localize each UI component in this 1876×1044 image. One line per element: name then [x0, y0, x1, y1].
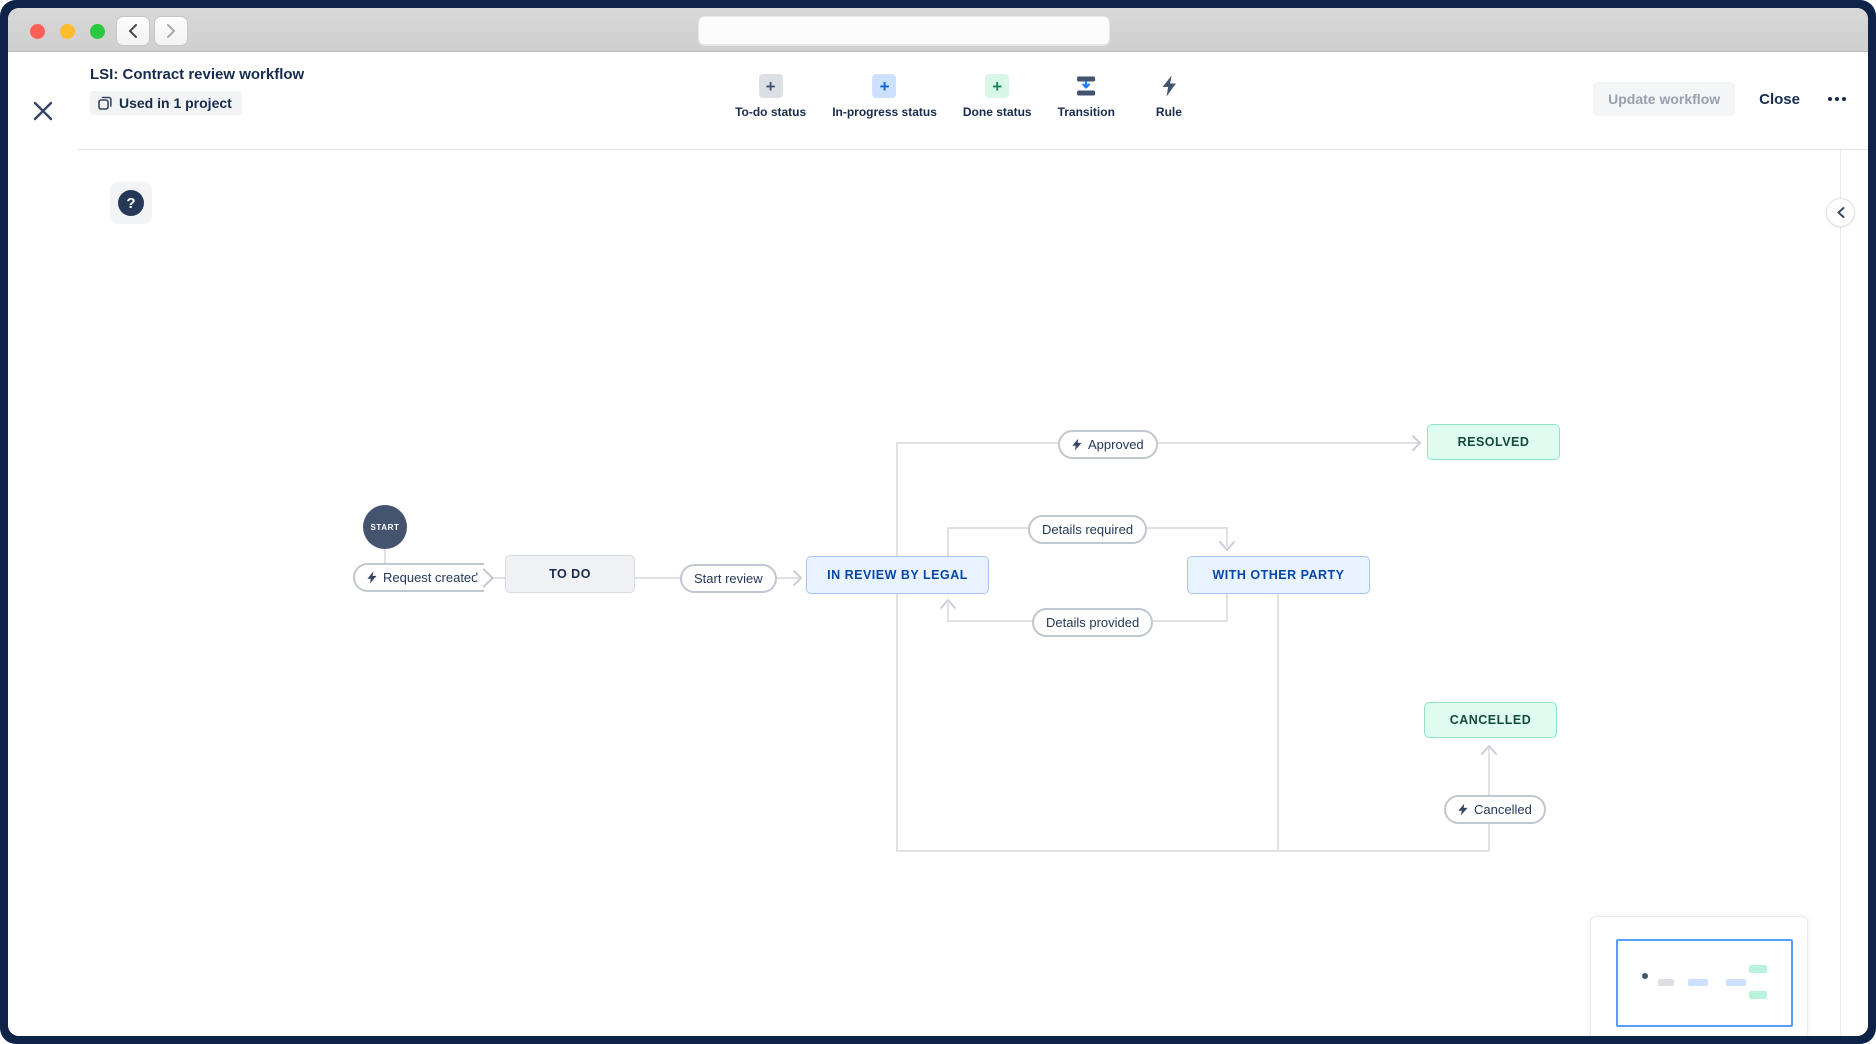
minimap-inprogress-bar [1726, 979, 1746, 986]
question-mark-icon: ? [118, 190, 144, 216]
done-status-add-icon: + [985, 74, 1010, 98]
back-button[interactable] [116, 16, 150, 46]
workflow-edges [384, 435, 1497, 852]
todo-status-add-icon: + [758, 74, 783, 98]
transition-label: Start review [694, 571, 763, 586]
minimap-inprogress-bar [1688, 979, 1708, 986]
update-workflow-button[interactable]: Update workflow [1593, 82, 1736, 116]
transition-icon [1074, 74, 1098, 98]
tool-label: Rule [1155, 105, 1182, 119]
usage-badge-label: Used in 1 project [119, 95, 232, 111]
transition-start-review[interactable]: Start review [680, 564, 777, 593]
tool-transition[interactable]: Transition [1058, 74, 1115, 119]
tool-inprogress-status[interactable]: + In-progress status [832, 74, 937, 119]
minimap-panel [1590, 916, 1808, 1036]
transition-label: Cancelled [1474, 802, 1532, 817]
browser-window: LSI: Contract review workflow Used in 1 … [8, 8, 1868, 1036]
more-menu-button[interactable] [1824, 93, 1850, 105]
title-block: LSI: Contract review workflow Used in 1 … [90, 66, 304, 115]
usage-badge: Used in 1 project [90, 91, 242, 115]
lightning-icon [1072, 438, 1082, 451]
address-bar[interactable] [698, 16, 1110, 45]
status-cancelled[interactable]: CANCELLED [1424, 702, 1557, 738]
status-in-review-by-legal[interactable]: IN REVIEW BY LEGAL [806, 556, 989, 594]
right-panel-divider [1840, 150, 1841, 1036]
close-editor-icon[interactable] [28, 96, 58, 126]
tool-done-status[interactable]: + Done status [963, 74, 1032, 119]
tool-label: In-progress status [832, 105, 937, 119]
transition-label: Details required [1042, 522, 1134, 537]
transition-approved[interactable]: Approved [1058, 430, 1158, 459]
collapse-panel-button[interactable] [1826, 198, 1855, 227]
copy-icon [98, 96, 112, 110]
tool-rule[interactable]: Rule [1141, 74, 1197, 119]
arrowhead-start-review [793, 570, 802, 586]
transition-details-required[interactable]: Details required [1028, 515, 1148, 544]
chevron-right-icon [167, 24, 175, 38]
transition-label: Details provided [1046, 615, 1140, 630]
tool-label: To-do status [735, 105, 807, 119]
header-actions: Update workflow Close [1593, 82, 1850, 116]
status-resolved[interactable]: RESOLVED [1427, 424, 1560, 460]
close-button[interactable]: Close [1759, 90, 1800, 108]
zoom-window-button[interactable] [90, 24, 105, 39]
transition-label: Request created [383, 570, 479, 585]
arrowhead-cancelled [1481, 745, 1497, 755]
start-node[interactable]: START [363, 505, 407, 549]
chevron-left-icon [129, 24, 137, 38]
status-with-other-party[interactable]: WITH OTHER PARTY [1187, 556, 1370, 594]
minimize-window-button[interactable] [60, 24, 75, 39]
forward-button[interactable] [154, 16, 188, 46]
tool-label: Done status [962, 105, 1032, 119]
minimap-viewport[interactable] [1616, 939, 1793, 1027]
chevron-left-icon [1837, 207, 1844, 218]
arrowhead-approved [1412, 435, 1421, 451]
transition-request-created[interactable]: Request created [353, 563, 485, 592]
status-to-do[interactable]: TO DO [505, 555, 635, 593]
workflow-editor-header: LSI: Contract review workflow Used in 1 … [8, 52, 1868, 150]
help-button[interactable]: ? [110, 182, 152, 224]
titlebar [8, 8, 1868, 52]
editor-toolbar: + To-do status + In-progress status + Do… [735, 74, 1197, 119]
lightning-icon [367, 571, 377, 584]
tool-label: Transition [1057, 105, 1115, 119]
transition-cancelled[interactable]: Cancelled [1444, 795, 1546, 824]
inprogress-status-add-icon: + [872, 74, 897, 98]
rule-lightning-icon [1157, 74, 1181, 98]
arrowhead-details-provided [940, 599, 956, 609]
lightning-icon [1458, 803, 1468, 816]
page-title: LSI: Contract review workflow [90, 66, 305, 83]
minimap-done-bar [1749, 965, 1767, 973]
transition-details-provided[interactable]: Details provided [1032, 608, 1154, 637]
transition-label: Approved [1088, 437, 1144, 452]
minimap-todo-bar [1658, 979, 1674, 986]
x-icon [33, 101, 53, 121]
minimap-done-bar [1749, 991, 1767, 999]
tool-todo-status[interactable]: + To-do status [735, 74, 806, 119]
minimap-start-dot [1642, 973, 1648, 979]
arrowhead-details-required [1219, 541, 1235, 551]
workflow-canvas[interactable]: ? START Request created TO DO Start revi… [8, 150, 1868, 1036]
close-window-button[interactable] [30, 24, 45, 39]
header-divider [78, 149, 1868, 150]
